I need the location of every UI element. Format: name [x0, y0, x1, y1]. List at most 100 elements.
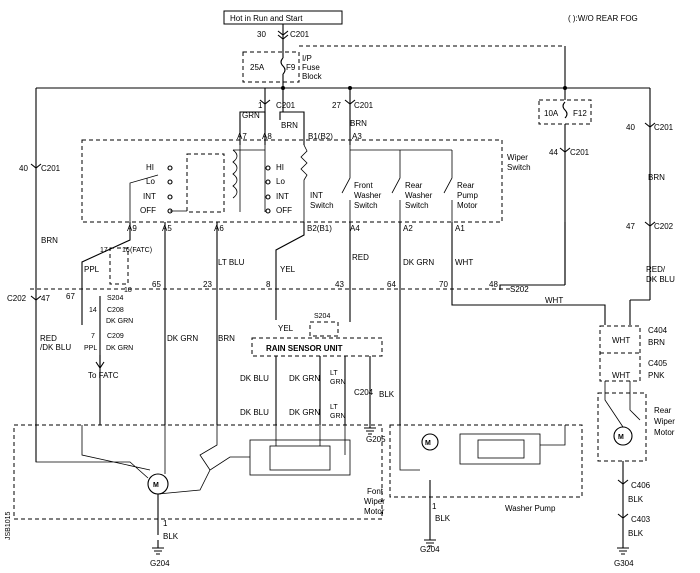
- fuse-f12-rating: 10A: [544, 109, 559, 118]
- svg-text:M: M: [618, 434, 624, 441]
- ground-g204-pump: G204: [420, 545, 440, 554]
- wire-brn-right: BRN: [648, 173, 665, 182]
- pin-27: 27: [332, 101, 341, 110]
- splice-s204-right: S204: [314, 313, 330, 320]
- wire-brn-a3: BRN: [350, 119, 367, 128]
- pin-47-right: 47: [626, 222, 635, 231]
- front-motor-label-1: Font: [367, 487, 384, 496]
- pin-16: 16: [122, 247, 130, 254]
- wire-red-left: RED: [40, 334, 57, 343]
- connector-c201-b: C201: [354, 101, 374, 110]
- pin-a2: A2: [403, 224, 413, 233]
- wiper-switch-title-2: Switch: [507, 163, 531, 172]
- wire-dkblu-right: DK BLU: [646, 275, 675, 284]
- rear-washer-switch-1: Rear: [405, 181, 423, 190]
- wire-dkgrn-a2: DK GRN: [403, 258, 434, 267]
- switch-pos-hi-left: HI: [146, 163, 154, 172]
- pin-44: 44: [549, 148, 558, 157]
- pin-a8: A8: [262, 132, 272, 141]
- fatc-paren: (FATC): [130, 247, 152, 254]
- int-switch-label-2: Switch: [310, 201, 334, 210]
- wire-ppl-lower: PPL: [84, 345, 97, 352]
- rear-pump-motor-2: Pump: [457, 191, 478, 200]
- wire-brn-c404: BRN: [648, 338, 665, 347]
- wire-blk-pump: BLK: [435, 514, 451, 523]
- wire-dkblu-left: /DK BLU: [40, 343, 71, 352]
- wiper-switch-title-1: Wiper: [507, 153, 528, 162]
- fuse-f9-rating: 25A: [250, 63, 265, 72]
- pin-47-left: 47: [41, 294, 50, 303]
- fuse-f9-icon: [280, 57, 286, 75]
- ground-g205-symbol: [364, 420, 376, 435]
- rear-washer-switch-2: Washer: [405, 191, 433, 200]
- connector-c204: C204: [354, 388, 374, 397]
- connector-c202-left: C202: [7, 294, 27, 303]
- wire-dkgrn-rain: DK GRN: [289, 374, 320, 383]
- pin-a4: A4: [350, 224, 360, 233]
- switch-pos-int-right: INT: [276, 192, 289, 201]
- pin-7: 7: [91, 333, 95, 340]
- pin-40-right: 40: [626, 123, 635, 132]
- connector-c201-right: C201: [654, 123, 674, 132]
- rear-washer-switch-3: Switch: [405, 201, 429, 210]
- wire-dkgrn-c209: DK GRN: [106, 345, 133, 352]
- fatc-box: [109, 247, 129, 285]
- pin-64: 64: [387, 280, 396, 289]
- pin-a7: A7: [237, 132, 247, 141]
- wire-red: RED: [352, 253, 369, 262]
- connector-c406: C406: [631, 481, 651, 490]
- pin-b2b1: B2(B1): [307, 224, 332, 233]
- wire-ltgrn-upper-1: LT: [330, 370, 338, 377]
- washer-pump-label: Washer Pump: [505, 504, 556, 513]
- wire-ppl-upper: PPL: [84, 265, 100, 274]
- connector-c201-left: C201: [41, 164, 61, 173]
- wire-ltgrn-upper-2: GRN: [330, 379, 346, 386]
- fuse-block-label-1: I/P: [302, 54, 312, 63]
- pin-48: 48: [489, 280, 498, 289]
- wire-brn-left: BRN: [41, 236, 58, 245]
- wire-ltgrn-lower-1: LT: [330, 404, 338, 411]
- wire-dkgrn-c208: DK GRN: [106, 318, 133, 325]
- wire-blk-rain: BLK: [379, 390, 395, 399]
- front-washer-switch-3: Switch: [354, 201, 378, 210]
- pin-17: 17: [100, 247, 108, 254]
- wire-brn-23: BRN: [218, 334, 235, 343]
- wire-dkblu-lower: DK BLU: [240, 408, 269, 417]
- wire-blk-front: BLK: [163, 532, 179, 541]
- wiper-switch-outline: [81, 139, 503, 223]
- connector-c201-a: C201: [276, 101, 296, 110]
- pin-a9: A9: [127, 224, 137, 233]
- to-fatc-label: To FATC: [88, 371, 119, 380]
- pin-23: 23: [203, 280, 212, 289]
- connector-c201-f12: C201: [570, 148, 590, 157]
- svg-text:M: M: [425, 440, 431, 447]
- ground-g204-front: G204: [150, 559, 170, 568]
- pin-a5: A5: [162, 224, 172, 233]
- connector-c405: C405: [648, 359, 668, 368]
- washer-pump-outline: [389, 424, 583, 498]
- rear-motor-label-2: Wiper: [654, 417, 675, 426]
- pin-18: 18: [124, 287, 132, 294]
- rear-motor-label-1: Rear: [654, 406, 672, 415]
- fuse-f9-id: F9: [286, 63, 296, 72]
- wire-yel-upper: YEL: [280, 265, 296, 274]
- wire-red-right: RED/: [646, 265, 666, 274]
- washer-pump-icon: [421, 433, 439, 451]
- switch-pos-off-right: OFF: [276, 206, 292, 215]
- connector-c201-top: C201: [290, 30, 310, 39]
- wire-yel-lower: YEL: [278, 324, 294, 333]
- wire-dkgrn-lower: DK GRN: [289, 408, 320, 417]
- hot-label: Hot in Run and Start: [230, 14, 303, 23]
- switch-pos-lo-left: Lo: [146, 177, 155, 186]
- wire-blk-rear-1: BLK: [628, 495, 644, 504]
- wire-wht-a1: WHT: [455, 258, 473, 267]
- connector-c209: C209: [107, 333, 124, 340]
- wire-pnk: PNK: [648, 371, 665, 380]
- wire-wht-s202: WHT: [545, 296, 563, 305]
- switch-pos-lo-right: Lo: [276, 177, 285, 186]
- pin-40-left: 40: [19, 164, 28, 173]
- pin-a1: A1: [455, 224, 465, 233]
- pin-14: 14: [89, 307, 97, 314]
- front-wiper-motor-outline: [13, 424, 383, 520]
